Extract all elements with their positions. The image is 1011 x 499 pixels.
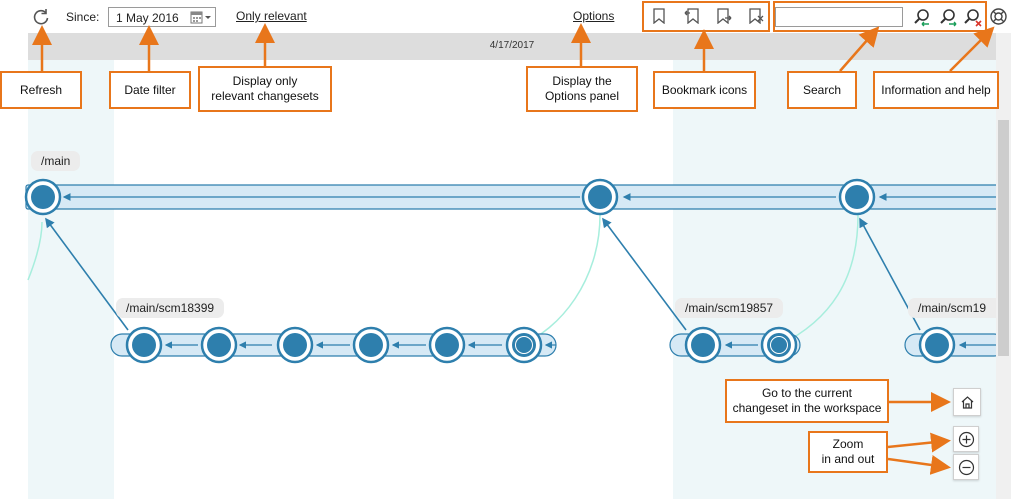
changeset-node[interactable]	[352, 326, 390, 364]
branch-off-line	[602, 217, 687, 331]
date-value: 1 May 2016	[116, 11, 179, 25]
branch-label-scm19[interactable]: /main/scm19	[908, 298, 1006, 318]
highlight-band	[673, 60, 996, 499]
search-next-icon[interactable]	[938, 7, 958, 27]
bookmark-next-icon[interactable]	[716, 8, 732, 24]
callout-help: Information and help	[873, 71, 999, 109]
date-filter-input[interactable]: 1 May 2016	[108, 7, 216, 27]
date-band: 4/17/2017	[28, 33, 996, 60]
branch-label-scm19857[interactable]: /main/scm19857	[675, 298, 784, 318]
date-band-label: 4/17/2017	[489, 40, 535, 51]
changeset-node[interactable]	[918, 326, 956, 364]
callout-date-filter: Date filter	[109, 71, 191, 109]
changeset-node[interactable]	[428, 326, 466, 364]
search-frame	[773, 1, 987, 32]
callout-refresh: Refresh	[0, 71, 82, 109]
changeset-node[interactable]	[125, 326, 163, 364]
zoom-out-button[interactable]	[953, 454, 979, 480]
home-icon	[961, 396, 974, 409]
search-input[interactable]	[775, 7, 903, 27]
toolbar: Since: 1 May 2016 Only relevant Options	[0, 0, 1011, 33]
calendar-dropdown-icon[interactable]	[190, 11, 214, 24]
changeset-node[interactable]	[276, 326, 314, 364]
help-lifebuoy-icon[interactable]	[989, 7, 1008, 26]
zoom-in-icon	[958, 431, 975, 448]
since-label: Since:	[66, 10, 100, 24]
branch-label-main[interactable]: /main	[31, 151, 81, 171]
branch-graph	[24, 178, 1006, 364]
branch-label-scm18399[interactable]: /main/scm18399	[116, 298, 225, 318]
callout-search: Search	[787, 71, 857, 109]
bookmark-clear-icon[interactable]	[748, 8, 764, 24]
changeset-node[interactable]	[200, 326, 238, 364]
search-previous-icon[interactable]	[912, 7, 932, 27]
zoom-in-button[interactable]	[953, 426, 979, 452]
callout-bookmarks: Bookmark icons	[653, 71, 756, 109]
branch-off-line	[45, 217, 129, 331]
refresh-icon[interactable]	[32, 8, 50, 26]
home-button[interactable]	[953, 388, 981, 416]
bookmark-previous-icon[interactable]	[684, 8, 700, 24]
changeset-node-head[interactable]	[505, 326, 543, 364]
changeset-node-head[interactable]	[760, 326, 798, 364]
changeset-node[interactable]	[581, 178, 619, 216]
changeset-node[interactable]	[838, 178, 876, 216]
scrollbar-thumb[interactable]	[998, 120, 1009, 356]
merge-line	[27, 221, 43, 281]
highlight-band	[28, 60, 114, 499]
options-link[interactable]: Options	[573, 9, 615, 23]
changeset-node[interactable]	[684, 326, 722, 364]
search-clear-icon[interactable]	[963, 7, 983, 27]
merge-line	[779, 214, 859, 346]
only-relevant-link[interactable]: Only relevant	[236, 9, 307, 23]
zoom-out-icon	[958, 459, 975, 476]
changeset-node[interactable]	[24, 178, 62, 216]
bookmark-icon[interactable]	[652, 8, 666, 24]
